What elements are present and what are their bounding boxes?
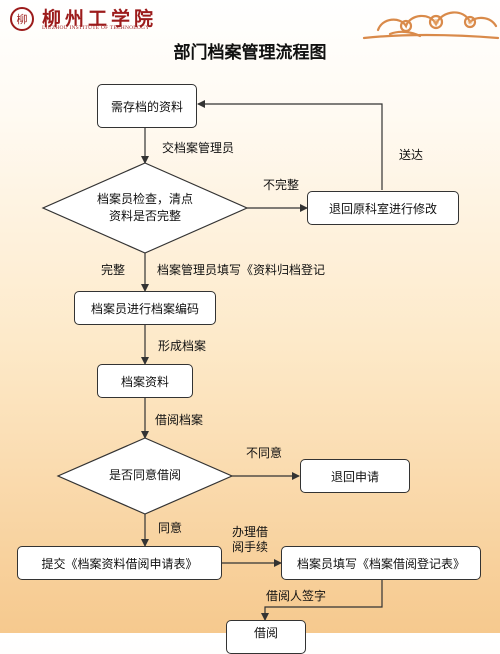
node-fill-register: 档案员填写《档案借阅登记表》 (281, 546, 481, 580)
cloud-ornament-icon (362, 11, 500, 40)
edge-label-disagree: 不同意 (246, 446, 283, 460)
edge-label-incomplete: 不完整 (263, 178, 300, 192)
node-borrow-bottom: 借阅 (226, 620, 306, 654)
edge-label-deliver: 送达 (399, 148, 424, 162)
school-name: 柳州工学院 (42, 8, 158, 30)
edge-label-hand-to-admin: 交档案管理员 (162, 141, 235, 155)
edge-label-borrow-archive: 借阅档案 (155, 413, 204, 427)
decision-borrow-diamond (56, 437, 234, 515)
decision-check-diamond (41, 162, 249, 254)
school-seal-icon: 柳 (10, 7, 34, 31)
node-archive-files: 档案资料 (97, 364, 193, 398)
node-return-request: 退回申请 (300, 459, 410, 493)
edge-deliver (197, 100, 383, 190)
node-archive-data: 需存档的资料 (97, 84, 197, 128)
edge-sign (261, 580, 383, 621)
node-submit-form: 提交《档案资料借阅申请表》 (17, 546, 222, 580)
node-check-decision: 档案员检查，清点资料是否完整 (96, 192, 193, 223)
edge-label-agree: 同意 (158, 521, 183, 535)
edge-label-fill-archive-register: 档案管理员填写《资料归档登记 (157, 263, 326, 277)
flow-connectors (41, 100, 383, 621)
edge-label-borrower-sign: 借阅人签字 (266, 589, 327, 603)
node-encode: 档案员进行档案编码 (74, 291, 216, 325)
edge-label-form-archive: 形成档案 (158, 339, 207, 353)
page-title: 部门档案管理流程图 (173, 43, 327, 63)
node-borrow-decision: 是否同意借阅 (108, 468, 181, 482)
node-return-office: 退回原科室进行修改 (307, 191, 459, 225)
edge-label-handle-borrow: 办理借阅手续 (232, 525, 269, 554)
header: 柳 柳州工学院 LIUZHOU INSTITUTE OF TECHNOLOGY (0, 0, 500, 45)
edge-label-complete: 完整 (101, 263, 126, 277)
school-name-en: LIUZHOU INSTITUTE OF TECHNOLOGY (42, 25, 150, 31)
